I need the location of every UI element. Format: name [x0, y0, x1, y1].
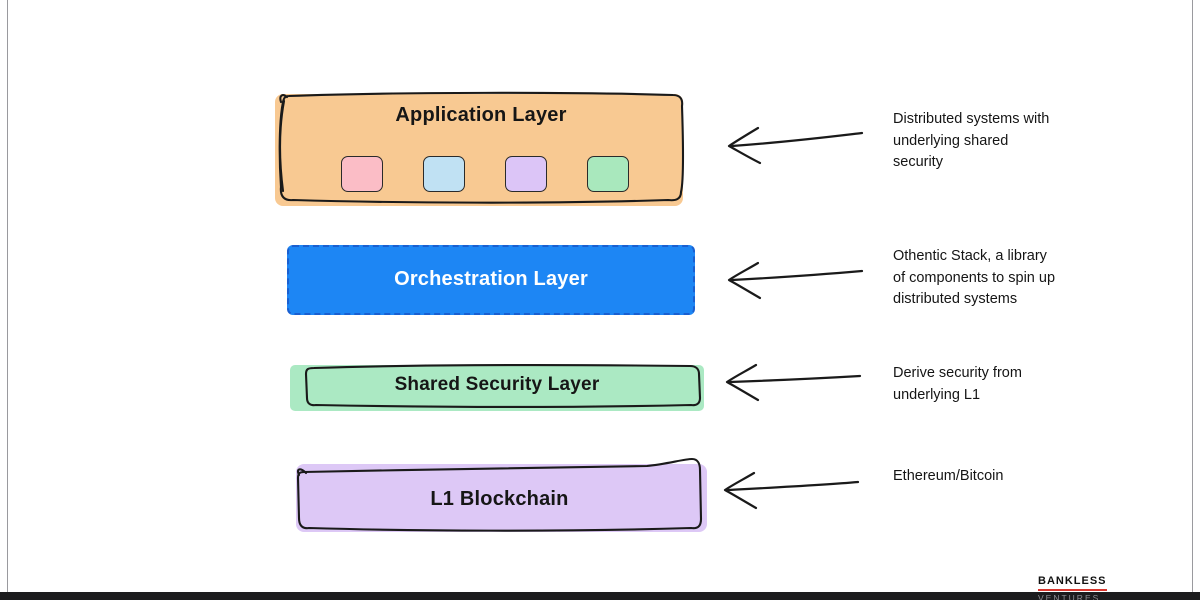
- right-frame-line: [1192, 0, 1193, 592]
- l1-blockchain-outline: [296, 457, 703, 532]
- shared-security-layer-outline: [304, 364, 702, 408]
- left-frame-line: [7, 0, 8, 592]
- bottom-bar: [0, 592, 1200, 600]
- arrow-orchestration-icon: [727, 261, 864, 300]
- ventures-wordmark: VENTURES: [1038, 593, 1101, 600]
- application-layer-label: Application Layer: [395, 104, 567, 126]
- app-chip-green: [587, 156, 629, 192]
- annotation-application: Distributed systems with underlying shar…: [893, 111, 1050, 170]
- app-chip-blue: [423, 156, 465, 192]
- app-chip-purple: [505, 156, 547, 192]
- l1-blockchain-box: L1 Blockchain: [292, 452, 707, 535]
- orchestration-layer-box: Orchestration Layer: [287, 245, 695, 315]
- arrow-shared-security-icon: [725, 363, 862, 402]
- annotation-orchestration: Othentic Stack, a library of components …: [893, 248, 1056, 307]
- bankless-ventures-logo: BANKLESS VENTURES: [1038, 571, 1107, 600]
- bankless-wordmark: BANKLESS: [1038, 575, 1107, 591]
- l1-blockchain-label: L1 Blockchain: [430, 488, 569, 510]
- shared-security-layer-fill: [290, 365, 704, 411]
- annotation-shared-security: Derive security from underlying L1: [893, 365, 1022, 403]
- shared-security-layer-label: Shared Security Layer: [394, 374, 600, 395]
- l1-blockchain-fill: [296, 464, 707, 532]
- application-layer-box: Application Layer: [275, 88, 687, 208]
- application-layer-outline: [278, 91, 685, 204]
- arrow-application-icon: [727, 126, 864, 165]
- shared-security-layer-box: Shared Security Layer: [290, 361, 704, 411]
- arrow-l1-icon: [723, 471, 860, 510]
- app-chip-pink: [341, 156, 383, 192]
- annotation-l1: Ethereum/Bitcoin: [893, 468, 1004, 484]
- orchestration-layer-label: Orchestration Layer: [394, 268, 588, 290]
- application-chip-row: [341, 156, 629, 192]
